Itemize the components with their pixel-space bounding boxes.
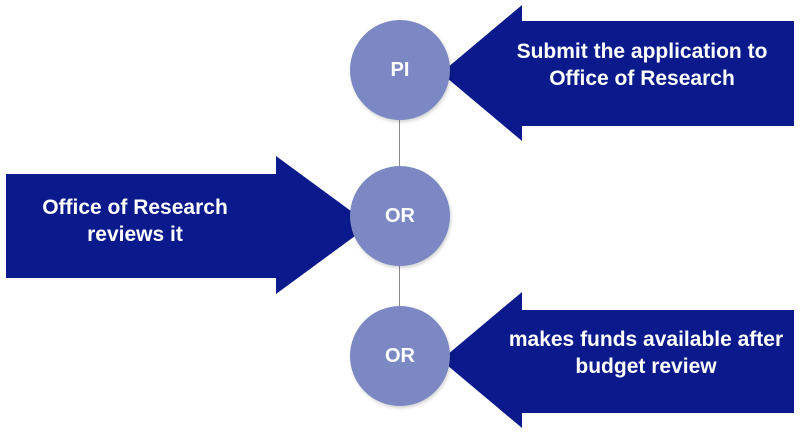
arrow-step-2 xyxy=(6,156,370,294)
node-pi-label: PI xyxy=(390,58,410,81)
arrow-step-1 xyxy=(441,5,794,141)
arrow-step-3-text: makes funds available after budget revie… xyxy=(508,328,784,378)
arrow-step-3 xyxy=(441,292,794,428)
arrow-step-2-text: Office of Research reviews it xyxy=(42,196,228,246)
node-or-funds-label: OR xyxy=(385,344,415,367)
arrow-step-1-text: Submit the application to Office of Rese… xyxy=(516,40,768,90)
node-pi: PI xyxy=(350,20,450,120)
node-or-review-label: OR xyxy=(385,204,415,227)
node-or-funds: OR xyxy=(350,306,450,406)
connector-line-2 xyxy=(399,265,400,309)
node-or-review: OR xyxy=(350,166,450,266)
connector-line-1 xyxy=(399,120,400,172)
